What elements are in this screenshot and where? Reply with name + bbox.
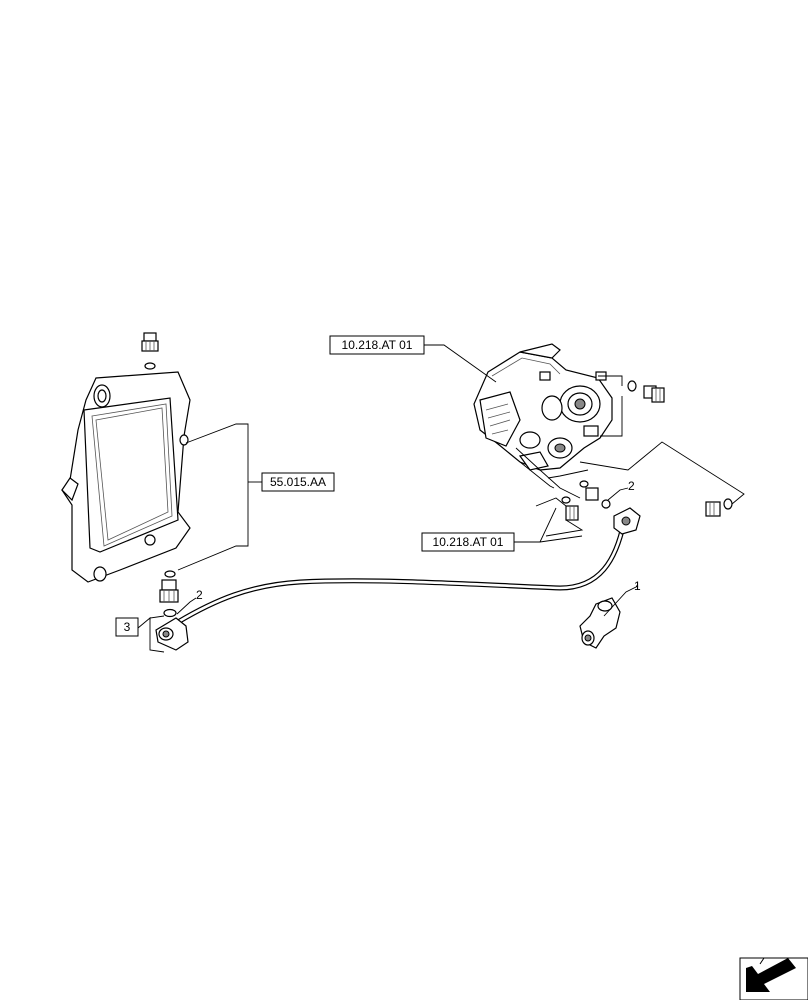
fitting-bottom-left <box>159 570 179 618</box>
cooler-reference-bracket <box>177 423 262 571</box>
fuel-pipe <box>155 507 641 651</box>
elbow-fitting <box>579 597 621 649</box>
cooler-housing <box>61 371 191 583</box>
callout-pipe: 1 <box>634 579 641 593</box>
cooler-reference-box[interactable] <box>261 472 335 492</box>
pump-reference-bottom-label: 10.218.AT 01 <box>433 535 504 549</box>
assembly-callout-box[interactable] <box>115 617 139 637</box>
arrow-back-icon[interactable] <box>739 957 808 1000</box>
pump-reference-top-label: 10.218.AT 01 <box>342 338 413 352</box>
washer-right <box>601 499 611 509</box>
washer-left <box>163 608 177 618</box>
callout-assembly: 3 <box>124 620 131 634</box>
pump-fitting-far-right <box>705 498 733 517</box>
callout-washer-right: 2 <box>628 479 635 493</box>
pump-fitting-lower <box>561 480 611 521</box>
cooler-reference-label: 55.015.AA <box>270 475 326 489</box>
callout-washer-left: 2 <box>196 588 203 602</box>
pump-fitting-upper-right <box>627 380 665 403</box>
fitting-top-left <box>141 332 159 370</box>
fuel-pump <box>473 343 613 471</box>
